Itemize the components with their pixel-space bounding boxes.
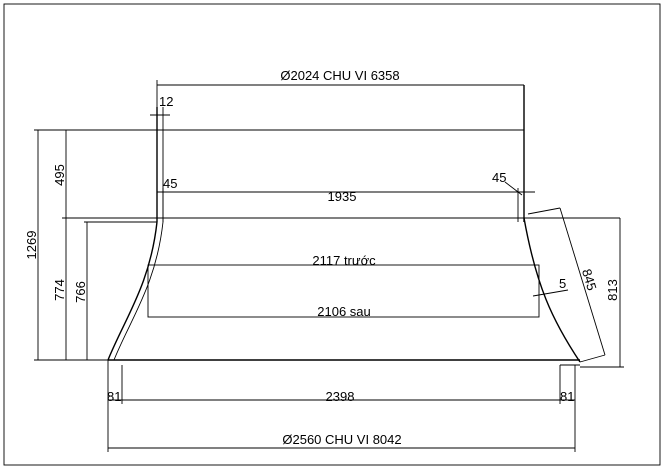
label-top-span: 1935: [328, 189, 357, 204]
dimension-labels: Ø2024 CHU VI 6358 12 1269 495 45 1935 45…: [24, 68, 620, 447]
body-left-flare-inner: [113, 221, 164, 361]
label-top-diameter: Ø2024 CHU VI 6358: [280, 68, 399, 83]
body-right-flare: [523, 217, 581, 363]
label-slant-length: 845: [579, 267, 600, 292]
dim-slant-ext-bottom: [579, 354, 606, 363]
label-bottom-left-offset: 81: [107, 389, 121, 404]
dim-slant-ext-top: [527, 207, 561, 215]
drawing-border: [3, 3, 661, 466]
label-lower-front-height: 774: [52, 279, 67, 301]
label-right-offset: 45: [492, 170, 506, 185]
label-lower-back-height: 766: [73, 281, 88, 303]
label-bottom-right-offset: 81: [560, 389, 574, 404]
dim-right-offset-leader: [504, 181, 523, 196]
inner-panel: [147, 264, 540, 318]
label-total-height: 1269: [24, 231, 39, 260]
label-right-height: 813: [605, 279, 620, 301]
hood-outline: [107, 85, 581, 452]
dim-small-offset-line: [532, 289, 569, 297]
label-front-width: 2117 trước: [312, 253, 376, 268]
label-bottom-span: 2398: [326, 389, 355, 404]
label-back-width: 2106 sau: [317, 304, 371, 319]
dim-slant-line: [559, 207, 606, 356]
label-left-offset: 45: [163, 176, 177, 191]
dimension-lines: [34, 80, 624, 449]
label-bottom-diameter: Ø2560 CHU VI 8042: [282, 432, 401, 447]
body-left-flare: [107, 221, 158, 361]
label-right-offset-small: 5: [559, 276, 566, 291]
label-top-wall: 12: [159, 94, 173, 109]
label-upper-height: 495: [52, 164, 67, 186]
